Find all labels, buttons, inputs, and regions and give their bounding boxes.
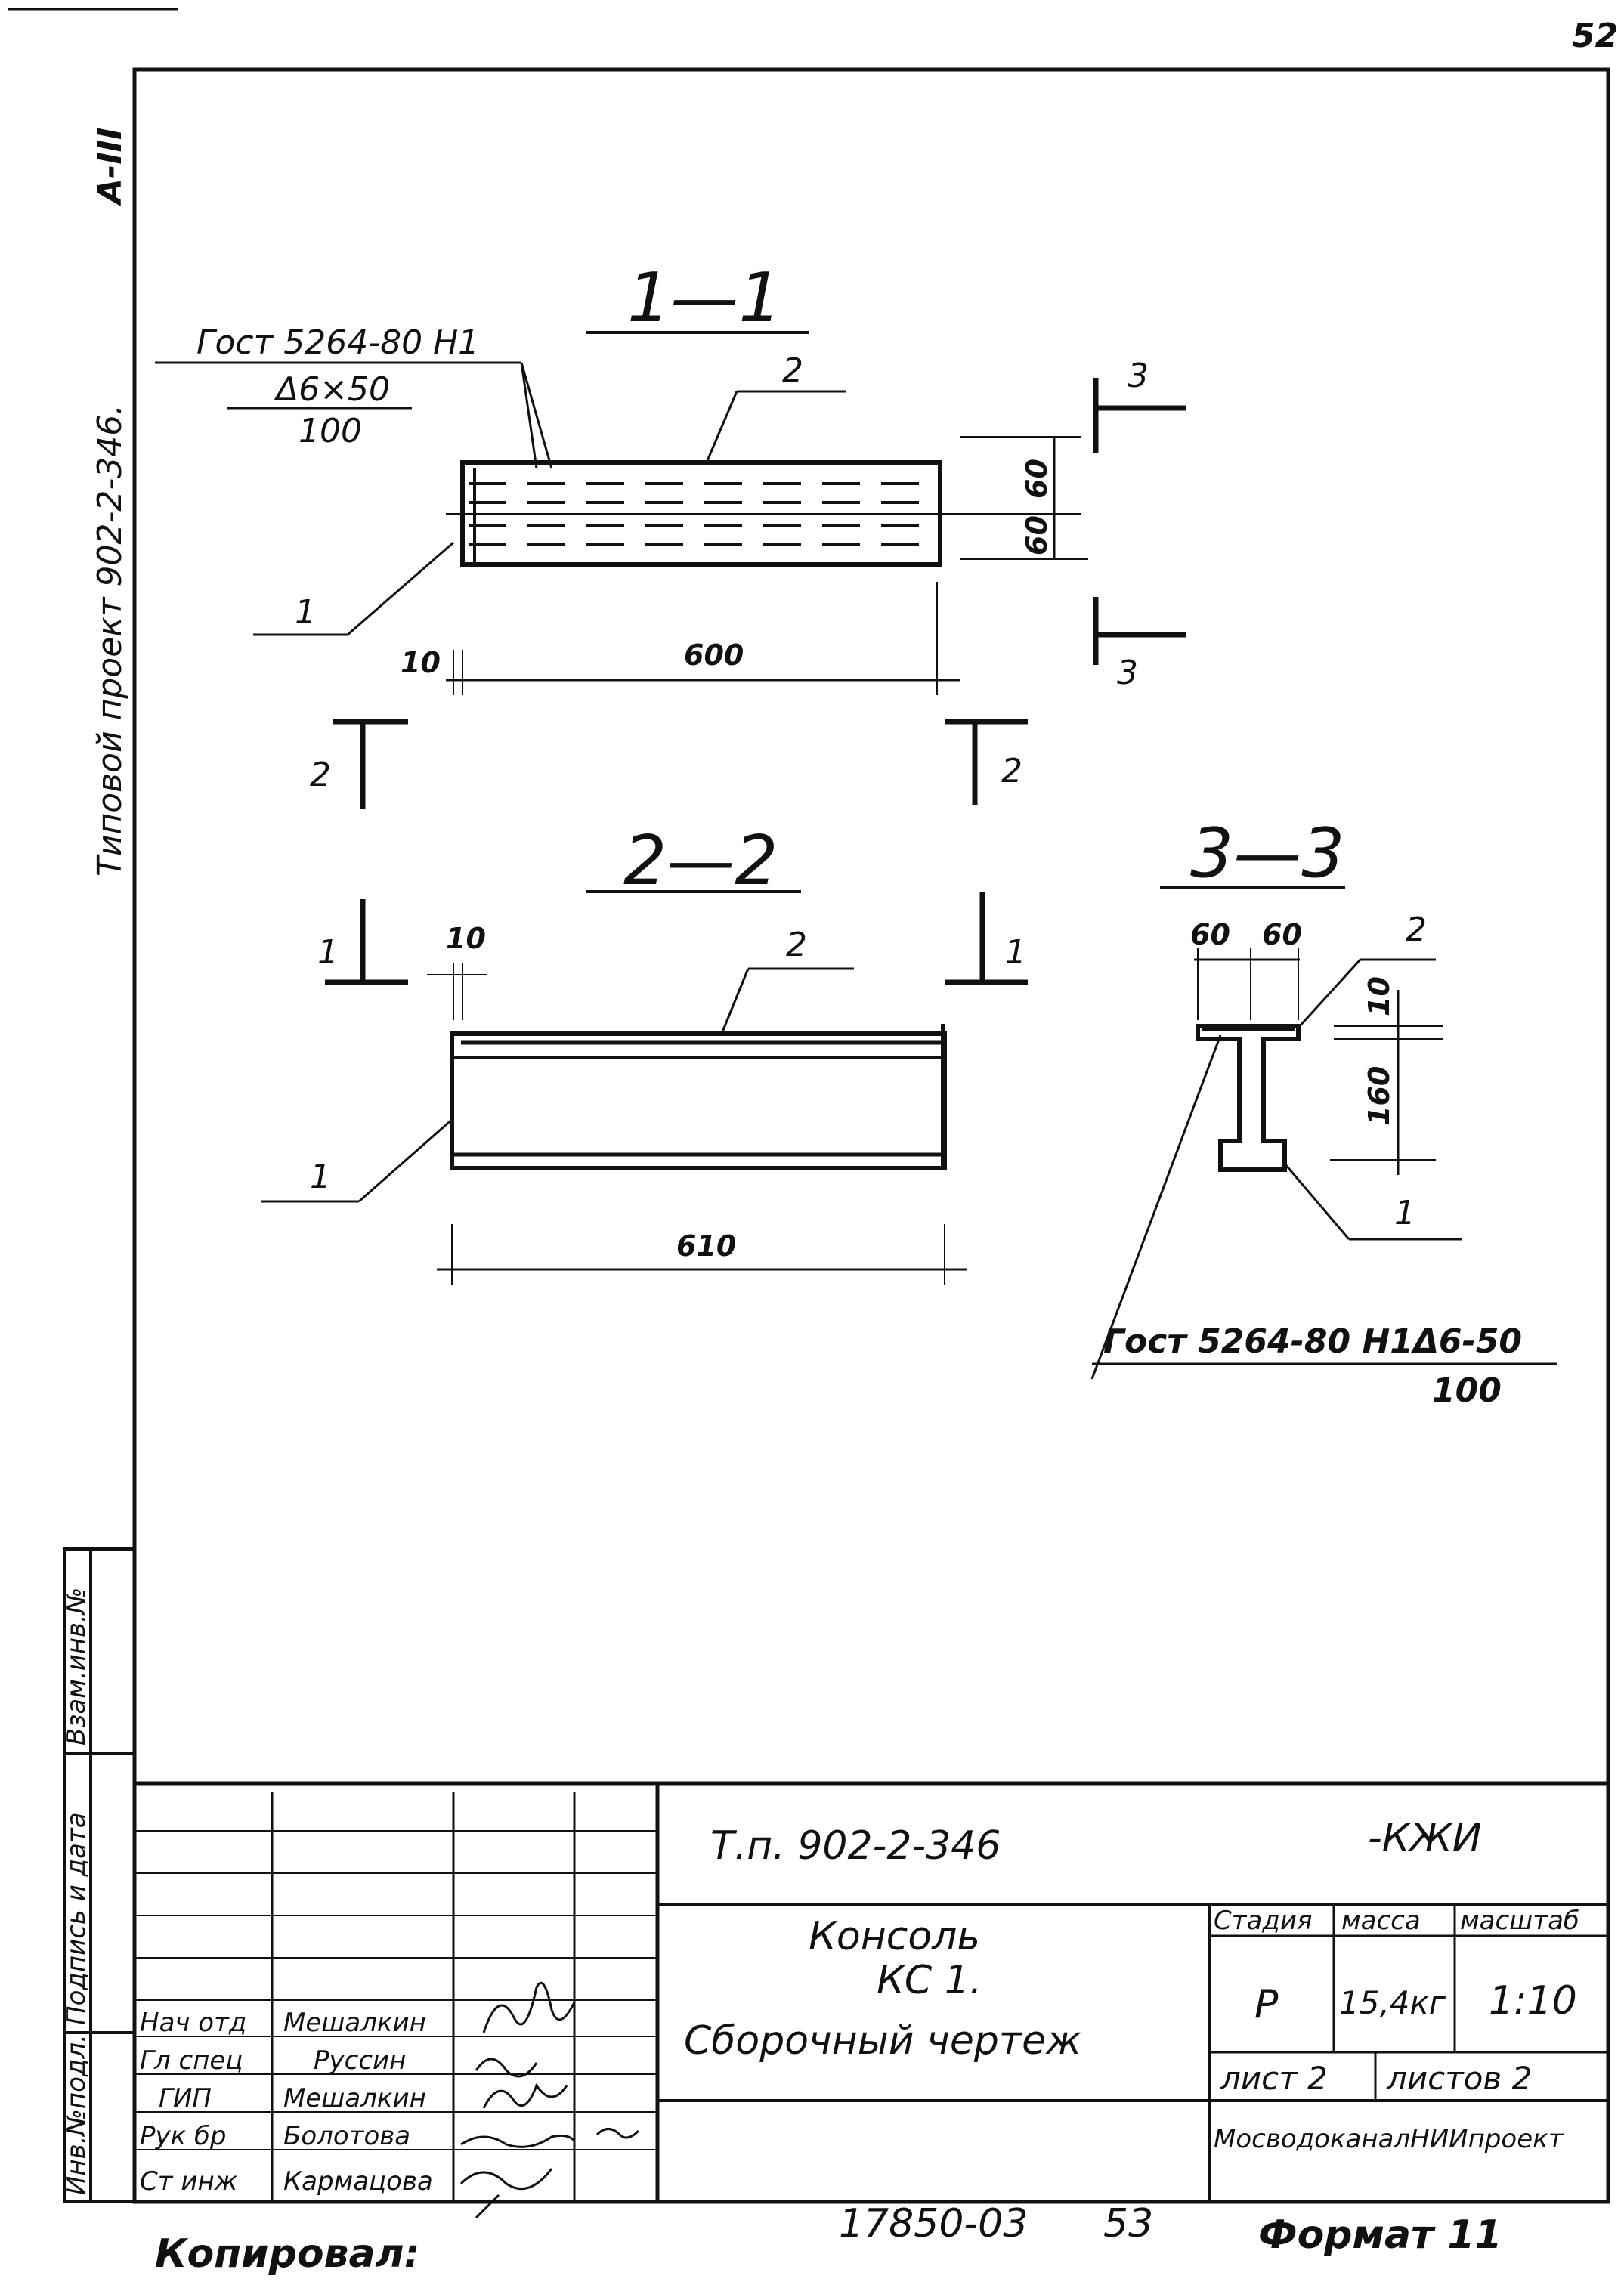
footer-page: 53	[1103, 2201, 1153, 2246]
dim-right-3-3: 60	[1262, 918, 1302, 951]
sheets-total: листов 2	[1386, 2060, 1532, 2097]
scale-header: масштаб	[1460, 1906, 1579, 1936]
section-mark-2-left	[333, 719, 408, 809]
section-mark-3-bottom-label: 3	[1117, 654, 1138, 692]
scale-value: 1:10	[1489, 1978, 1577, 2024]
staff-name: Болотова	[283, 2121, 410, 2151]
section-label-2-2: 2—2	[623, 821, 778, 901]
staff-role: ГИП	[159, 2083, 212, 2113]
callout-2-view-1-1: 2	[782, 351, 803, 390]
stage-header: Стадия	[1214, 1906, 1312, 1936]
staff-name: Руссин	[314, 2045, 406, 2076]
page-number: 52	[1572, 17, 1618, 55]
sheet-frame	[132, 67, 1610, 2204]
view-2-2: 2—2 1 1 10 2 1 610	[261, 821, 1028, 1285]
section-mark-3-bottom	[1093, 597, 1186, 665]
sheet-number: лист 2	[1220, 2060, 1328, 2097]
footer-number: 17850-03	[839, 2201, 1028, 2246]
side-tag: А-III	[91, 128, 129, 206]
section-mark-2-right-label: 2	[1001, 752, 1022, 790]
section-label-3-3: 3—3	[1190, 814, 1345, 893]
dim-offset-1-1: 10	[401, 646, 441, 679]
weld-size-1-1: Δ6×50	[274, 370, 390, 409]
stage-value: Р	[1254, 1982, 1279, 2027]
callout-2-view-2-2: 2	[786, 926, 807, 964]
dim-length-2-2: 610	[676, 1229, 736, 1263]
drawing-name-line3: Сборочный чертеж	[684, 2018, 1081, 2064]
stamp-replace: Взам.инв.№	[61, 1588, 91, 1745]
designation: Т.п. 902-2-346	[710, 1823, 1001, 1869]
dim-upper-1-1: 60	[1020, 459, 1053, 499]
section-label-1-1: 1—1	[627, 258, 782, 338]
title-block	[135, 1781, 1608, 2202]
staff-role: Рук бр	[140, 2121, 227, 2151]
stamp-signature: Подпись и дата	[61, 1812, 91, 2025]
mass-header: масса	[1341, 1906, 1421, 1936]
copied-label: Копировал:	[155, 2231, 419, 2277]
weld-pitch-3-3: 100	[1432, 1371, 1502, 1410]
section-mark-2-right	[945, 719, 1028, 805]
callout-1-view-3-3: 1	[1394, 1194, 1415, 1232]
designation-suffix: -КЖИ	[1368, 1816, 1482, 1861]
staff-role: Нач отд	[140, 2008, 246, 2038]
mass-value: 15,4кг	[1339, 1984, 1446, 2021]
weld-note-3-3: Гост 5264-80 Н1Δ6-50	[1103, 1322, 1522, 1361]
side-stamp	[63, 1547, 136, 2203]
staff-role: Ст инж	[140, 2166, 238, 2197]
section-mark-2-left-label: 2	[310, 756, 331, 794]
view-1-1: 1—1 Гост 5264-80 Н1 Δ6×50 100 2 1 60 60	[155, 258, 1088, 695]
side-title: Типовой проект 902-2-346.	[91, 404, 129, 877]
section-mark-1-left-label: 1	[317, 933, 339, 972]
dim-lower-1-1: 60	[1020, 515, 1053, 555]
dim-height-3-3: 160	[1363, 1066, 1396, 1126]
drawing-name-line1: Консоль	[809, 1914, 980, 1959]
signatures	[459, 1981, 640, 2219]
callout-2-view-3-3: 2	[1406, 911, 1427, 949]
section-mark-3-top-label: 3	[1128, 357, 1149, 395]
dim-flange-3-3: 10	[1363, 976, 1396, 1016]
staff-name: Кармацова	[283, 2166, 433, 2197]
stamp-inventory: Инв.№подл.	[61, 2034, 91, 2195]
organization: МосводоканалНИИпроект	[1214, 2124, 1564, 2154]
dim-offset-2-2: 10	[446, 922, 486, 955]
staff-role: Гл спец	[140, 2045, 243, 2076]
view-3-3: 3—3 60 60 10 160 2 1 Гост 5264-80 Н1Δ6-5…	[1090, 814, 1557, 1410]
staff-name: Мешалкин	[283, 2008, 426, 2038]
dim-left-3-3: 60	[1190, 918, 1230, 951]
drawing-name-line2: КС 1.	[877, 1958, 982, 2003]
section-mark-1-right-label: 1	[1005, 933, 1026, 972]
staff-name: Мешалкин	[283, 2083, 426, 2113]
callout-1-view-1-1: 1	[295, 593, 316, 632]
format-label: Формат 11	[1258, 2212, 1502, 2258]
weld-pitch-1-1: 100	[299, 412, 362, 450]
staff-table: Нач отд Мешалкин Гл спец Руссин ГИП Меша…	[140, 2008, 433, 2197]
dim-length-1-1: 600	[684, 638, 744, 672]
weld-note-1-1: Гост 5264-80 Н1	[196, 323, 479, 362]
section-mark-3-top	[1093, 378, 1186, 453]
callout-1-view-2-2: 1	[310, 1158, 331, 1196]
